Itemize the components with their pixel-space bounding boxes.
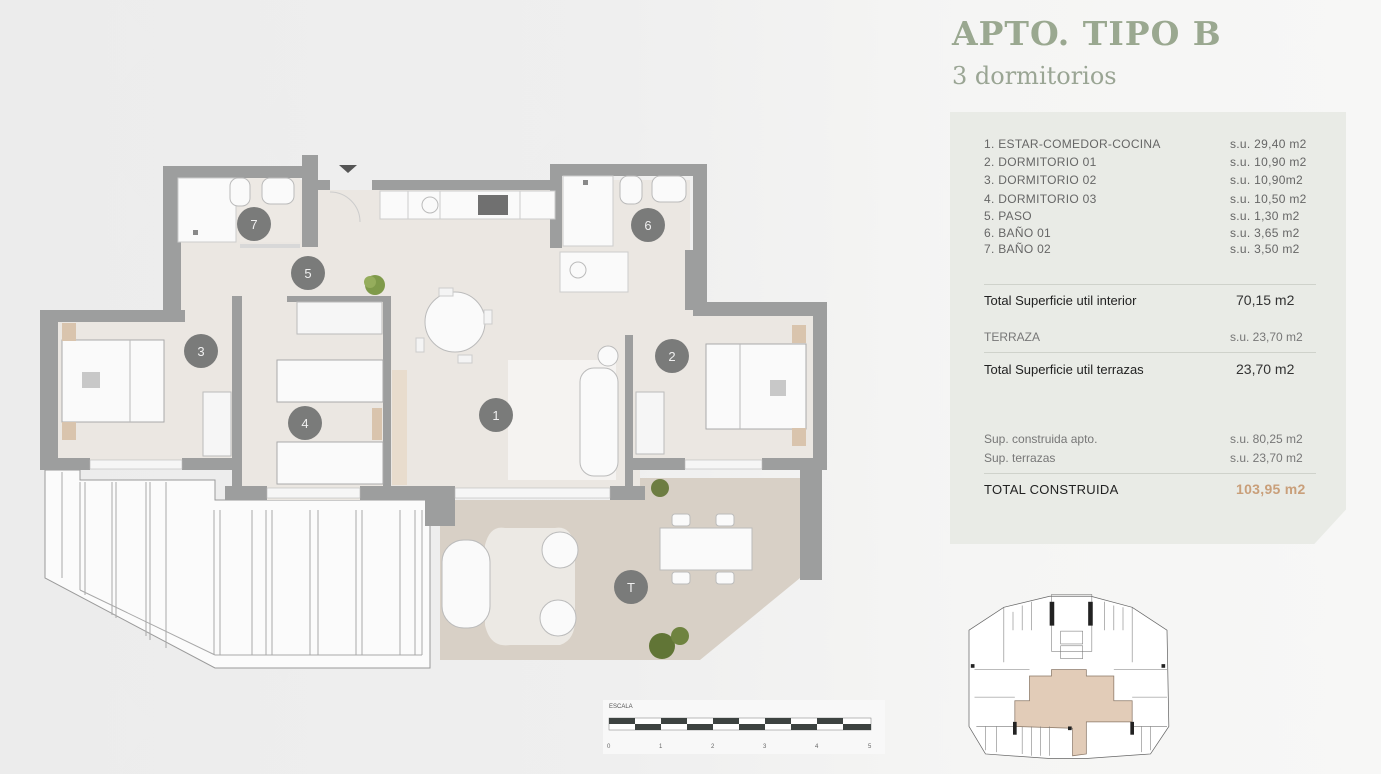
divider [984,352,1316,353]
room-row: 3. DORMITORIO 02 s.u. 10,90m2 [984,173,1316,191]
page-subtitle: 3 dormitorios [952,62,1117,90]
room-label: 7. BAÑO 02 [984,242,1052,256]
terraza-row: TERRAZA s.u. 23,70 m2 [984,330,1316,344]
grand-total-value: 103,95 m2 [1236,481,1306,497]
room-label: 3. DORMITORIO 02 [984,173,1097,187]
building-key-plan [958,578,1178,764]
room-area: s.u. 10,50 m2 [1230,192,1307,206]
divider [984,284,1316,285]
room-marker-2[interactable]: 2 [655,339,689,373]
scale-tick: 3 [763,744,767,750]
terrazas-total-row: Total Superficie util terrazas 23,70 m2 [984,361,1316,377]
room-row: 2. DORMITORIO 01 s.u. 10,90 m2 [984,155,1316,173]
key-plan-drawing [968,594,1170,759]
scale-label: ESCALA [609,704,633,710]
room-area: s.u. 29,40 m2 [1230,137,1307,151]
surface-table: 1. ESTAR-COMEDOR-COCINA s.u. 29,40 m2 2.… [950,112,1346,544]
room-label: 5. PASO [984,209,1032,223]
terraza-label: TERRAZA [984,330,1041,344]
room-row: 5. PASO s.u. 1,30 m2 [984,209,1316,227]
scale-bar: ESCALA 0 1 2 3 4 5 [603,700,885,754]
room-marker-5[interactable]: 5 [291,256,325,290]
room-marker-1[interactable]: 1 [479,398,513,432]
room-area: s.u. 3,50 m2 [1230,242,1300,256]
terrazas-total-value: 23,70 m2 [1236,361,1295,377]
room-row: 4. DORMITORIO 03 s.u. 10,50 m2 [984,192,1316,210]
scale-bar-graphic [608,717,872,731]
built-terraces-value: s.u. 23,70 m2 [1230,451,1303,465]
scale-tick: 2 [711,744,715,750]
room-area: s.u. 3,65 m2 [1230,226,1300,240]
built-apto-value: s.u. 80,25 m2 [1230,432,1303,446]
interior-total-row: Total Superficie util interior 70,15 m2 [984,292,1316,308]
room-label: 6. BAÑO 01 [984,226,1052,240]
room-area: s.u. 10,90 m2 [1230,155,1307,169]
room-marker-4[interactable]: 4 [288,406,322,440]
interior-total-value: 70,15 m2 [1236,292,1295,308]
built-terraces-row: Sup. terrazas s.u. 23,70 m2 [984,451,1316,465]
interior-total-label: Total Superficie util interior [984,293,1137,308]
scale-tick: 1 [659,744,663,750]
floor-plan: 1 2 3 4 5 6 7 T ESCALA 0 1 2 3 4 [40,155,885,754]
room-area: s.u. 10,90m2 [1230,173,1303,187]
built-apto-label: Sup. construida apto. [984,432,1098,446]
room-row: 1. ESTAR-COMEDOR-COCINA s.u. 29,40 m2 [984,137,1316,155]
built-apto-row: Sup. construida apto. s.u. 80,25 m2 [984,432,1316,446]
grand-total-label: TOTAL CONSTRUIDA [984,482,1119,497]
room-row: 6. BAÑO 01 s.u. 3,65 m2 [984,226,1316,244]
terraza-value: s.u. 23,70 m2 [1230,330,1303,344]
room-label: 4. DORMITORIO 03 [984,192,1097,206]
room-marker-3[interactable]: 3 [184,334,218,368]
divider [984,473,1316,474]
floor-plan-drawing [40,155,827,669]
grand-total-row: TOTAL CONSTRUIDA 103,95 m2 [984,481,1316,497]
scale-tick: 5 [868,744,872,750]
room-area: s.u. 1,30 m2 [1230,209,1300,223]
room-marker-terrace[interactable]: T [614,570,648,604]
room-row: 7. BAÑO 02 s.u. 3,50 m2 [984,242,1316,260]
scale-tick: 4 [815,744,819,750]
room-label: 1. ESTAR-COMEDOR-COCINA [984,137,1161,151]
scale-tick: 0 [607,744,611,750]
room-marker-7[interactable]: 7 [237,207,271,241]
built-terraces-label: Sup. terrazas [984,451,1056,465]
room-marker-6[interactable]: 6 [631,208,665,242]
room-label: 2. DORMITORIO 01 [984,155,1097,169]
page-title: APTO. TIPO B [952,14,1222,53]
terrazas-total-label: Total Superficie util terrazas [984,362,1144,377]
